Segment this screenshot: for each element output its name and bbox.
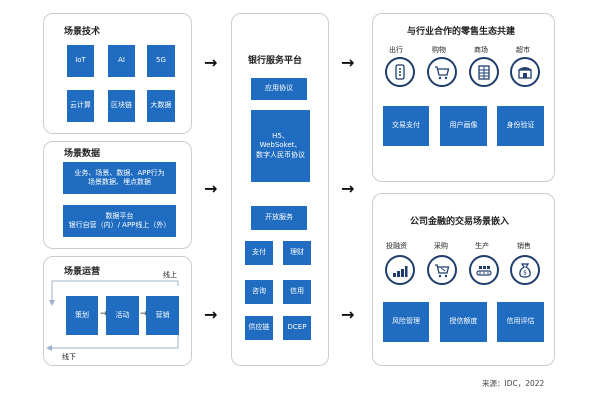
coin-stack-icon bbox=[385, 255, 415, 285]
arrow-ops-to-platform: → bbox=[204, 305, 218, 324]
retail-label-travel: 出行 bbox=[389, 46, 403, 54]
retail-label-shopping: 购物 bbox=[432, 46, 446, 54]
conveyor-icon bbox=[469, 255, 499, 285]
cart-icon bbox=[427, 255, 457, 285]
service-consult: 咨询 bbox=[245, 280, 273, 304]
arrow-platform-to-retail-1: → bbox=[341, 53, 355, 72]
tech-item-ai: AI bbox=[108, 45, 135, 77]
retail-label-supermarket: 超市 bbox=[516, 46, 530, 54]
building-icon bbox=[469, 57, 499, 87]
corp-label-production: 生产 bbox=[475, 242, 489, 250]
storefront-icon bbox=[510, 57, 540, 87]
corp-label-investment: 投融资 bbox=[386, 242, 407, 250]
scene-data-box: 业务、场景、数据、APP行为 场景数据、埋点数据 bbox=[63, 162, 176, 194]
online-label: 线上 bbox=[163, 271, 177, 279]
scene-tech-title: 场景技术 bbox=[64, 27, 101, 37]
ops-arrow-1: → bbox=[100, 309, 108, 319]
service-wealth: 理财 bbox=[283, 241, 311, 265]
ops-step-activity: 活动 bbox=[106, 296, 139, 335]
retail-label-mall: 商场 bbox=[474, 46, 488, 54]
corp-label-sales: 销售 bbox=[517, 242, 531, 250]
source-note: 来源：IDC，2022 bbox=[482, 379, 545, 388]
tech-item-blockchain: 区块链 bbox=[108, 90, 135, 122]
app-protocol-box: 应用协议 bbox=[251, 78, 307, 100]
svg-text:$: $ bbox=[523, 270, 527, 277]
arrow-platform-to-retail-2: → bbox=[341, 179, 355, 198]
data-platform-box: 数据平台 银行自营（内）/ APP线上（外） bbox=[63, 205, 176, 237]
corp-box-risk: 风险管理 bbox=[383, 302, 429, 342]
bank-platform-panel bbox=[231, 13, 329, 366]
tech-item-5g: 5G bbox=[147, 45, 175, 77]
arrow-tech-to-platform: → bbox=[204, 53, 218, 72]
protocols-box: H5、WebSoket、 数字人民币协议 bbox=[251, 110, 310, 182]
transit-card-icon bbox=[385, 57, 415, 87]
service-payment: 支付 bbox=[245, 241, 273, 265]
corp-box-credit-eval: 信用评估 bbox=[497, 302, 544, 342]
retail-box-identity: 身份验证 bbox=[497, 106, 544, 146]
scene-ops-title: 场景运营 bbox=[64, 267, 101, 277]
offline-label: 线下 bbox=[62, 353, 76, 361]
bank-platform-title: 银行服务平台 bbox=[248, 56, 303, 66]
ops-arrow-2: → bbox=[140, 309, 148, 319]
service-dcep: DCEP bbox=[283, 316, 311, 340]
arrow-platform-to-corporate: → bbox=[341, 305, 355, 324]
retail-ecosystem-title: 与行业合作的零售生态共建 bbox=[407, 27, 516, 37]
service-supply-chain: 供应链 bbox=[245, 316, 273, 340]
tech-item-bigdata: 大数据 bbox=[147, 90, 175, 122]
tech-item-cloud: 云计算 bbox=[67, 90, 94, 122]
tech-item-iot: IoT bbox=[67, 45, 94, 77]
service-credit: 信用 bbox=[283, 280, 311, 304]
open-services-box: 开放服务 bbox=[251, 206, 307, 230]
scene-data-title: 场景数据 bbox=[64, 149, 101, 159]
retail-ecosystem-panel bbox=[372, 13, 555, 182]
retail-box-user-profile: 用户画像 bbox=[440, 106, 487, 146]
ops-step-marketing: 营销 bbox=[146, 296, 179, 335]
corp-label-procurement: 采购 bbox=[434, 242, 448, 250]
shopping-cart-icon bbox=[427, 57, 457, 87]
corp-box-credit-limit: 授信额度 bbox=[440, 302, 487, 342]
retail-box-payment: 交易支付 bbox=[383, 106, 429, 146]
ops-step-plan: 策划 bbox=[66, 296, 98, 335]
arrow-data-to-platform: → bbox=[204, 179, 218, 198]
corporate-finance-title: 公司金融的交易场景嵌入 bbox=[410, 217, 510, 227]
money-bag-icon: $ bbox=[510, 255, 540, 285]
